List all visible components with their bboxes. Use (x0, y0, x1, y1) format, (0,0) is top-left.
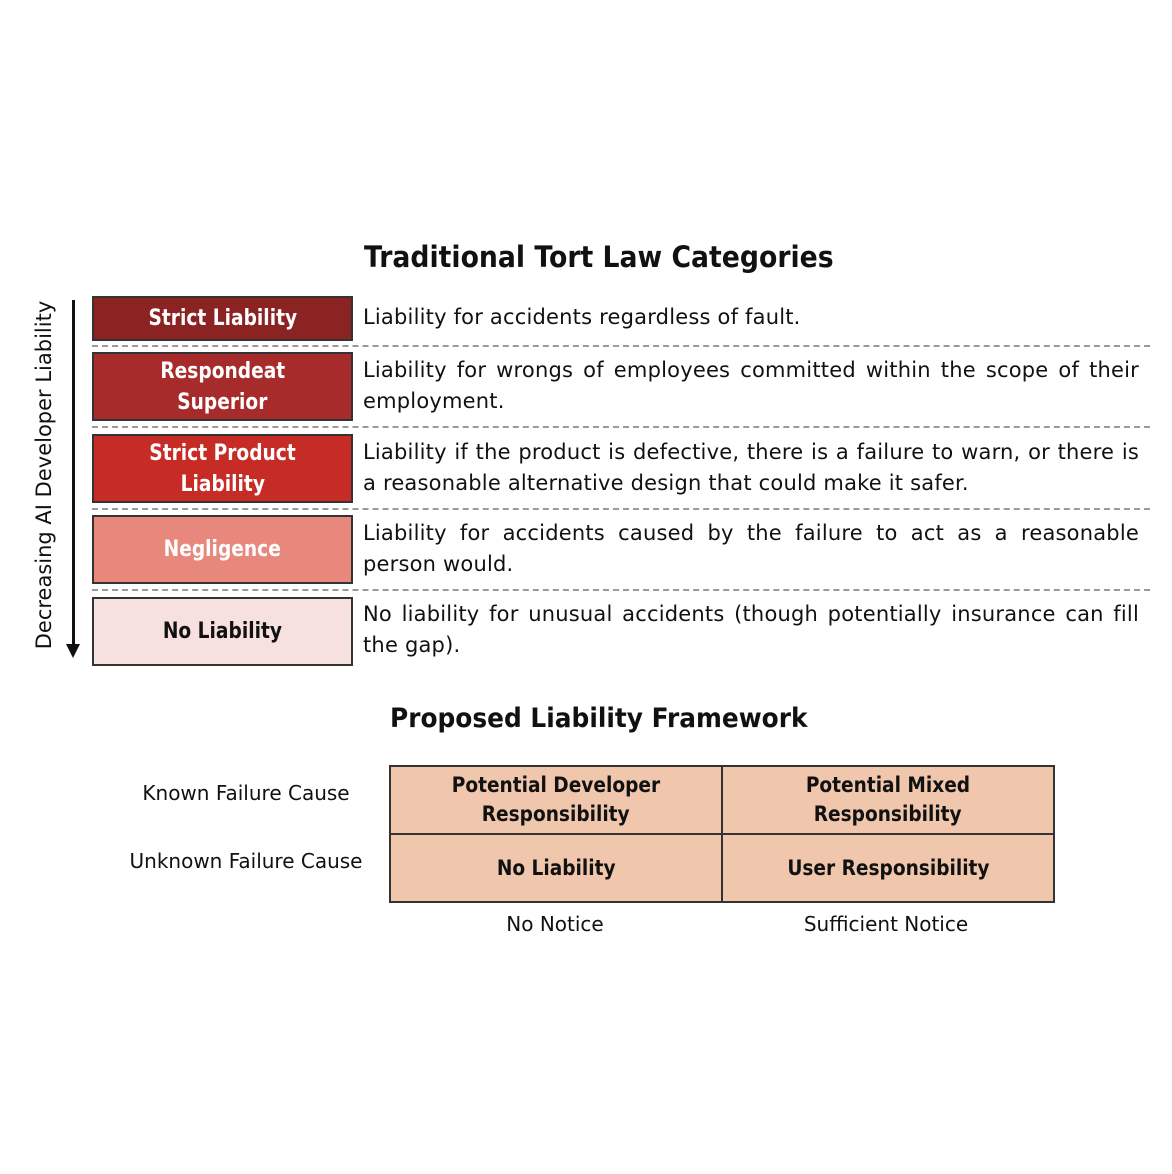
category-label-line: No Liability (162, 619, 283, 644)
cell-line: Potential Mixed (805, 773, 971, 797)
cell-line: Potential Developer (451, 773, 661, 797)
category-description: Liability if the product is defective, t… (363, 440, 1139, 495)
category-description: Liability for accidents regardless of fa… (363, 305, 801, 329)
cell-line: Responsibility (814, 802, 962, 826)
category-description: Liability for wrongs of employees commit… (363, 358, 1139, 413)
row-divider (92, 426, 1150, 428)
row-divider (92, 345, 1150, 347)
cell-line: User Responsibility (786, 855, 990, 880)
row-label-unknown: Unknown Failure Cause (129, 849, 363, 873)
category-label-line: Liability (180, 471, 265, 497)
row-divider (92, 589, 1150, 591)
axis-arrow-shaft (72, 300, 75, 646)
cell-line: No Liability (496, 855, 616, 880)
category-label-line: Strict Product (149, 440, 296, 466)
col-label-sufficient-notice: Sufficient Notice (803, 912, 969, 936)
cell-line: Responsibility (482, 802, 630, 826)
category-box-no-liability: No Liability (92, 597, 353, 666)
cell-user-responsibility: User Responsibility (721, 833, 1055, 903)
framework-title: Proposed Liability Framework (390, 703, 808, 734)
category-label-line: Respondeat (160, 358, 285, 384)
col-label-no-notice: No Notice (506, 912, 604, 936)
category-box-negligence: Negligence (92, 515, 353, 584)
top-title: Traditional Tort Law Categories (364, 240, 834, 274)
category-label-line: Negligence (163, 537, 282, 562)
row-label-known: Known Failure Cause (142, 781, 350, 805)
category-description: No liability for unusual accidents (thou… (363, 602, 1139, 657)
arrow-down-icon (66, 644, 80, 658)
cell-no-liability: No Liability (389, 833, 723, 903)
category-label-line: Strict Liability (148, 306, 297, 331)
category-description: Liability for accidents caused by the fa… (363, 521, 1139, 576)
category-box-strict-liability: Strict Liability (92, 296, 353, 341)
axis-label: Decreasing AI Developer Liability (32, 300, 56, 650)
category-label-line: Superior (177, 389, 268, 415)
row-divider (92, 508, 1150, 510)
